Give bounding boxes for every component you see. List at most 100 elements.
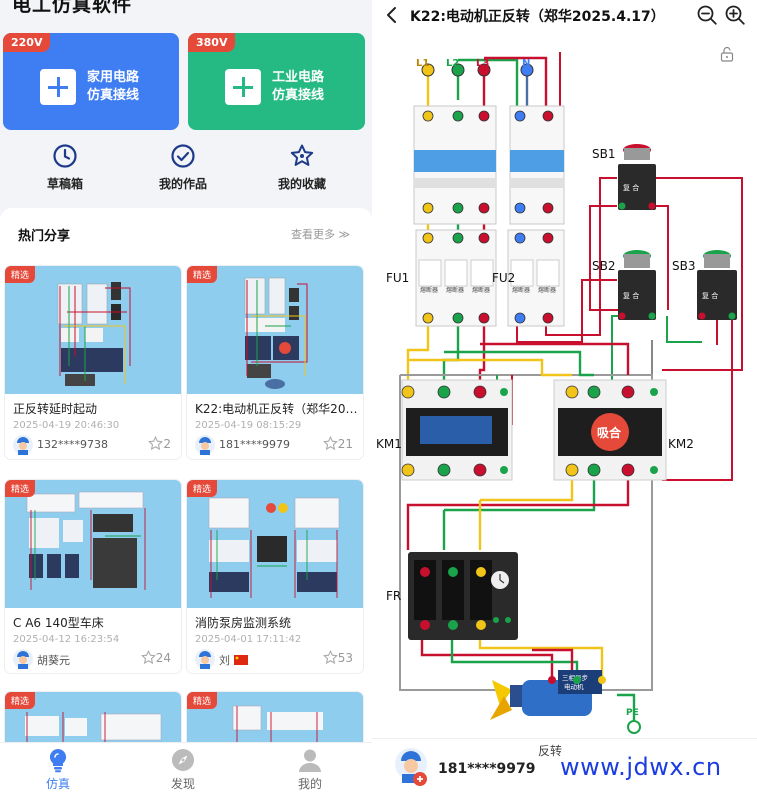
circuit-editor-screen: K22:电动机正反转（郑华2025.4.17） bbox=[372, 0, 757, 792]
label-l2: L2 bbox=[446, 58, 459, 69]
supply-terminals bbox=[421, 63, 534, 77]
breaker-3p[interactable] bbox=[413, 105, 497, 225]
like-count[interactable]: 24 bbox=[140, 649, 171, 665]
svg-text:熔断器: 熔断器 bbox=[420, 286, 438, 294]
share-card[interactable]: 精选 C A6 140型车床 2025-04-12 16:23:54 bbox=[5, 480, 181, 673]
star-outline-icon bbox=[140, 649, 156, 665]
featured-badge: 精选 bbox=[187, 480, 218, 497]
svg-text:熔断器: 熔断器 bbox=[472, 286, 490, 294]
share-date: 2025-04-19 20:46:30 bbox=[13, 420, 120, 431]
svg-text:复 合: 复 合 bbox=[702, 291, 718, 300]
like-count[interactable]: 21 bbox=[322, 435, 353, 451]
svg-text:熔断器: 熔断器 bbox=[512, 286, 530, 294]
share-title: C A6 140型车床 bbox=[13, 616, 104, 630]
circuit-thumbnail: 精选 bbox=[5, 266, 181, 394]
share-user: 刘 bbox=[219, 652, 248, 668]
svg-text:复 合: 复 合 bbox=[623, 291, 639, 300]
tab-simulation[interactable]: 仿真 bbox=[18, 747, 98, 792]
zoom-out-icon[interactable] bbox=[696, 4, 718, 26]
featured-badge: 精选 bbox=[187, 266, 218, 283]
share-user: 132****9738 bbox=[37, 438, 108, 451]
tab-discover[interactable]: 发现 bbox=[143, 747, 223, 792]
fuse-fu1[interactable]: 熔断器 熔断器 熔断器 bbox=[415, 229, 497, 327]
section-title: 热门分享 bbox=[18, 229, 71, 244]
label-km1: KM1 bbox=[376, 437, 402, 451]
share-card[interactable]: 精选 K22:电动机正反转（郑华20… 202 bbox=[187, 266, 363, 459]
label-fu2: FU2 bbox=[492, 271, 515, 285]
fuse-fu2[interactable]: 熔断器 熔断器 bbox=[507, 229, 565, 327]
label-l3: L3 bbox=[476, 58, 489, 69]
my-works-button[interactable]: 我的作品 bbox=[133, 143, 233, 192]
label-sb2: SB2 bbox=[592, 259, 615, 273]
star-outline-icon bbox=[148, 435, 164, 451]
svg-text:电动机: 电动机 bbox=[564, 682, 584, 691]
avatar[interactable] bbox=[394, 747, 428, 787]
tab-profile[interactable]: 我的 bbox=[270, 747, 350, 792]
plus-icon bbox=[225, 69, 261, 105]
compass-icon bbox=[172, 749, 194, 771]
star-icon bbox=[290, 144, 314, 166]
breaker-2p[interactable] bbox=[509, 105, 565, 225]
share-card[interactable]: 精选 消防泵房监测系统 2025-04-01 17:11:42 bbox=[187, 480, 363, 673]
back-arrow-icon[interactable] bbox=[384, 6, 400, 24]
star-outline-icon bbox=[322, 435, 338, 451]
unlock-icon[interactable] bbox=[720, 46, 734, 62]
svg-text:熔断器: 熔断器 bbox=[538, 286, 556, 294]
favorites-button[interactable]: 我的收藏 bbox=[252, 143, 352, 192]
contactor-km1[interactable] bbox=[401, 379, 513, 481]
label-sb3: SB3 bbox=[672, 259, 695, 273]
plus-icon bbox=[40, 69, 76, 105]
svg-text:复 合: 复 合 bbox=[623, 183, 639, 192]
circuit-thumbnail: 精选 bbox=[187, 266, 363, 394]
share-date: 2025-04-19 08:15:29 bbox=[195, 420, 302, 431]
label-pe: PE bbox=[626, 708, 639, 718]
like-count[interactable]: 53 bbox=[322, 649, 353, 665]
wiring-diagram[interactable]: L1 L2 L3 N 熔断器 bbox=[372, 30, 757, 738]
label-n: N bbox=[522, 58, 530, 69]
author-name: 181****9979 bbox=[438, 761, 536, 777]
hot-shares-panel: 热门分享 查看更多 ≫ 精选 bbox=[0, 208, 372, 792]
share-title: 消防泵房监测系统 bbox=[195, 616, 292, 630]
avatar bbox=[195, 435, 215, 455]
share-date: 2025-04-12 16:23:54 bbox=[13, 634, 120, 645]
featured-badge: 精选 bbox=[5, 480, 36, 497]
ground-terminal: PE bbox=[626, 708, 641, 734]
label-l1: L1 bbox=[416, 58, 429, 69]
label-fu1: FU1 bbox=[386, 271, 409, 285]
engaged-label: 吸合 bbox=[597, 425, 622, 440]
button-sb2[interactable]: 复 合 bbox=[618, 250, 656, 320]
motor[interactable]: 三相异步 电动机 bbox=[490, 670, 606, 720]
clock-icon bbox=[53, 144, 77, 168]
label-sb1: SB1 bbox=[592, 147, 615, 161]
button-sb3[interactable]: 复 合 bbox=[697, 250, 737, 320]
featured-badge: 精选 bbox=[187, 692, 218, 709]
avatar bbox=[13, 435, 33, 455]
drafts-button[interactable]: 草稿箱 bbox=[15, 143, 115, 192]
card-label: 工业电路仿真接线 bbox=[272, 70, 325, 103]
share-date: 2025-04-01 17:11:42 bbox=[195, 634, 302, 645]
svg-text:熔断器: 熔断器 bbox=[446, 286, 464, 294]
share-card[interactable]: 精选 正反转延时起动 2025-04-19 20:46:30 bbox=[5, 266, 181, 459]
check-circle-icon bbox=[171, 144, 195, 168]
label-km2: KM2 bbox=[668, 437, 694, 451]
share-title: 正反转延时起动 bbox=[13, 402, 98, 416]
star-outline-icon bbox=[322, 649, 338, 665]
featured-badge: 精选 bbox=[5, 692, 36, 709]
circuit-thumbnail: 精选 bbox=[5, 480, 181, 608]
avatar bbox=[195, 649, 215, 669]
home-circuit-card[interactable]: 220V 家用电路仿真接线 bbox=[3, 33, 179, 130]
app-title: 电工仿真软件 bbox=[12, 0, 133, 16]
like-count[interactable]: 2 bbox=[148, 435, 171, 451]
editor-header: K22:电动机正反转（郑华2025.4.17） bbox=[372, 0, 757, 30]
thermal-relay-fr[interactable] bbox=[408, 552, 518, 640]
industrial-circuit-card[interactable]: 380V 工业电路仿真接线 bbox=[188, 33, 365, 130]
see-more-link[interactable]: 查看更多 ≫ bbox=[290, 228, 350, 241]
zoom-in-icon[interactable] bbox=[724, 4, 746, 26]
card-label: 家用电路仿真接线 bbox=[87, 70, 140, 103]
flag-icon bbox=[233, 655, 248, 665]
bottom-tab-bar: 仿真 发现 我的 bbox=[0, 742, 372, 792]
share-user: 胡葵元 bbox=[37, 654, 70, 667]
button-sb1[interactable]: 复 合 bbox=[618, 144, 656, 210]
direction-label: 反转 bbox=[538, 744, 563, 758]
contactor-km2[interactable]: 吸合 bbox=[553, 379, 667, 481]
